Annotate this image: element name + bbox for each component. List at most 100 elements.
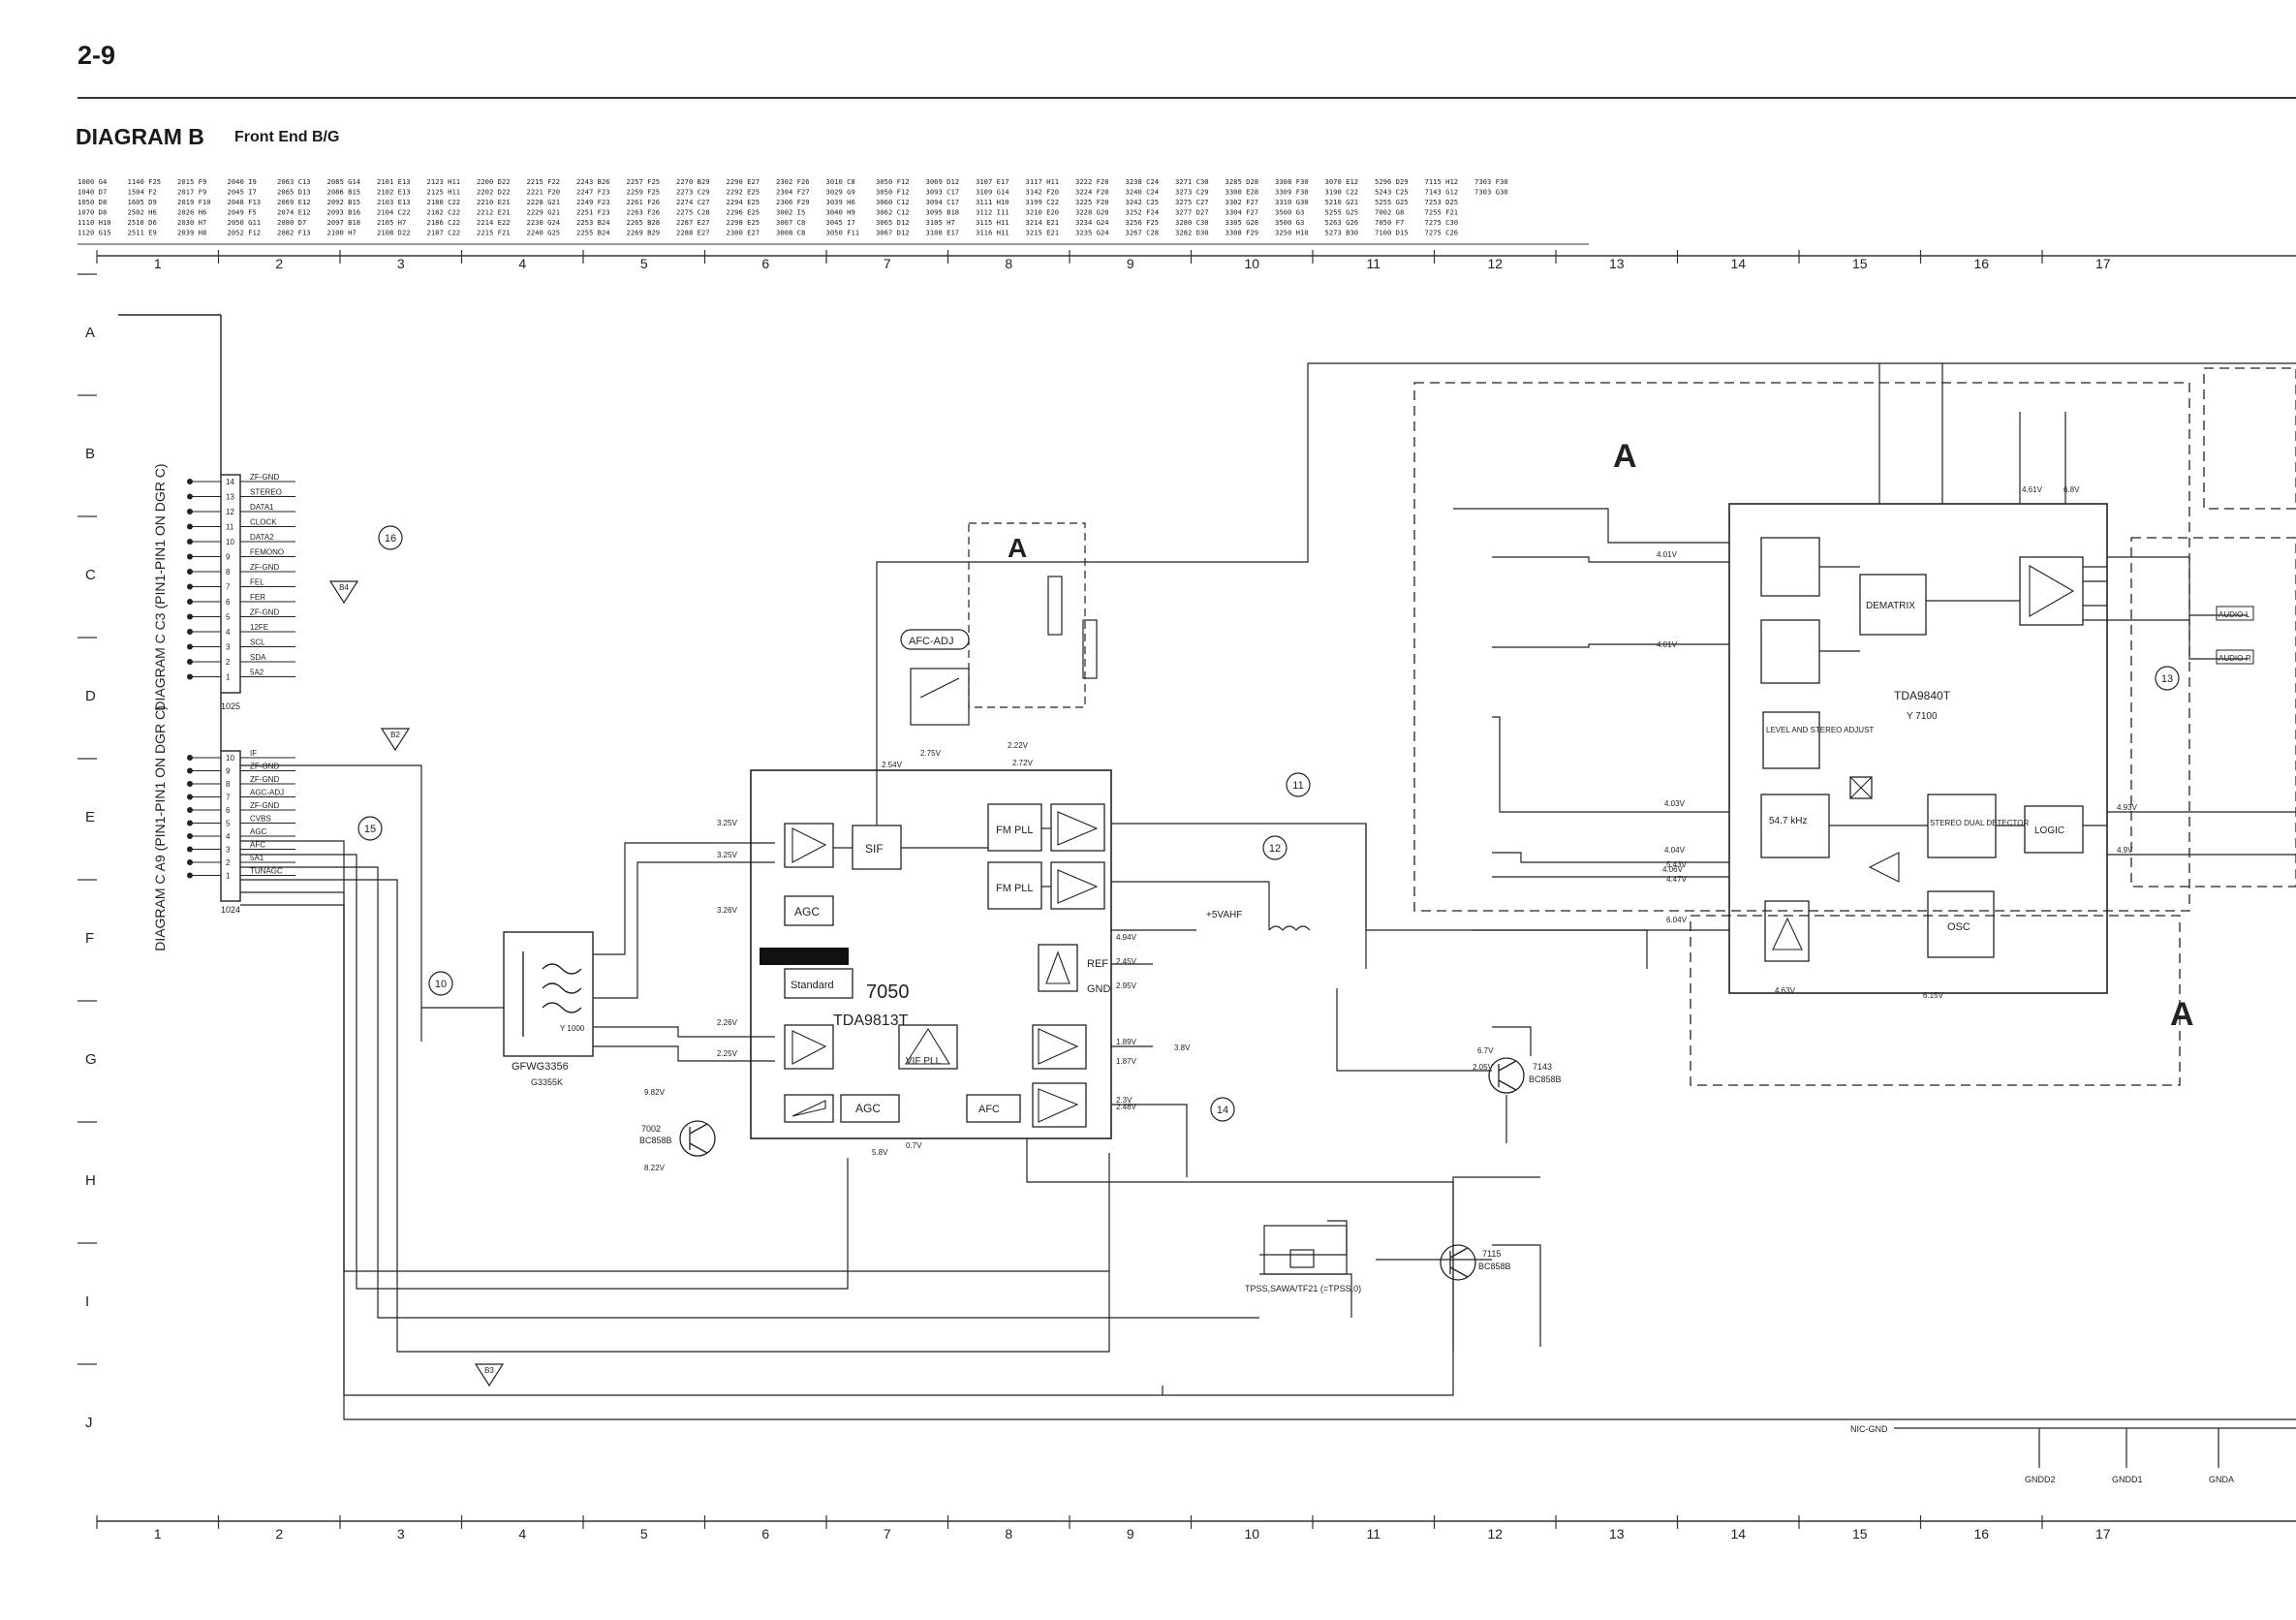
vif-block-agc2: AGC — [855, 1102, 881, 1115]
diagram-subtitle: Front End B/G — [234, 129, 340, 145]
voltage-label: 1.87V — [1116, 1057, 1137, 1066]
ref-table-cell: 2273 C29 — [676, 188, 710, 197]
ref-table-cell: 3094 C17 — [926, 198, 960, 206]
header-rule — [78, 97, 2296, 99]
voltage-label: 6.04V — [1666, 916, 1688, 924]
ref-table-cell: 2275 C28 — [676, 208, 710, 217]
coil-block — [1263, 1225, 1348, 1275]
ref-table-cell: 3242 C25 — [1126, 198, 1160, 206]
connector-pin-dot — [187, 673, 193, 680]
ref-table-cell: 2510 D6 — [128, 218, 157, 227]
connector-pin-dot — [187, 479, 193, 484]
ref-table-cell: 2249 F23 — [576, 198, 610, 206]
ref-table-cell: 3308 F29 — [1226, 229, 1259, 237]
ref-table-cell: 3300 E28 — [1226, 188, 1259, 197]
ref-table-cell: 2045 I7 — [228, 188, 257, 197]
callout-circle — [2155, 666, 2180, 691]
tpss-label: TPSS,SAWA/TF21 (=TPSS.0) — [1245, 1284, 1361, 1293]
grid-column-label-top: 9 — [1127, 256, 1134, 271]
ref-table-cell: 7303 G30 — [1474, 188, 1508, 197]
ref-table-cell: 3309 F30 — [1275, 188, 1309, 197]
connector-pin-label: 5A2 — [250, 669, 264, 677]
connector-pin-label: SDA — [250, 653, 266, 662]
connector-pin-number: 9 — [226, 767, 231, 776]
transistor-7143-ref: 7143 — [1533, 1062, 1552, 1072]
ref-table-cell: 2180 C22 — [427, 198, 461, 206]
grid-column-label-top: 3 — [397, 256, 405, 271]
ref-table-cell: 3308 F30 — [1275, 177, 1309, 186]
ref-table-cell: 3010 C8 — [826, 177, 855, 186]
ref-table-cell: 2202 D22 — [477, 188, 511, 197]
connector-pin-number: 4 — [226, 832, 231, 841]
vif-block-fmpll2: FM PLL — [996, 883, 1034, 894]
callout-number: 14 — [1217, 1105, 1228, 1116]
ref-table-cell: 2265 B28 — [627, 218, 661, 227]
ref-table-cell: 2125 H11 — [427, 188, 461, 197]
voltage-label: 4.63V — [1775, 986, 1796, 995]
grid-column-label-bottom: 5 — [640, 1526, 648, 1542]
ref-table-cell: 2092 B15 — [327, 198, 361, 206]
vif-blocks — [784, 803, 1105, 1128]
ref-table-cell: 2288 E27 — [676, 229, 710, 237]
grid-row-label: I — [85, 1293, 89, 1310]
ref-table-cell: 3060 C12 — [876, 198, 910, 206]
triangle-marker — [328, 580, 359, 605]
grid-column-label-bottom: 13 — [1609, 1526, 1625, 1542]
ref-table-cell: 3273 C29 — [1175, 188, 1209, 197]
ref-table-cell: 3280 C30 — [1175, 218, 1209, 227]
stereo-block-logic: LOGIC — [2034, 826, 2064, 836]
ref-table-cell: 3222 F20 — [1075, 177, 1109, 186]
connector-pin-dot — [187, 523, 193, 530]
grid-column-label-top: 11 — [1366, 256, 1381, 271]
ref-table-cell: 3062 C12 — [876, 208, 910, 217]
connector-pin-label: FEMONO — [250, 548, 284, 557]
voltage-label: 6.15V — [1923, 991, 1944, 1000]
ref-table-cell: 3267 C28 — [1126, 229, 1160, 237]
ref-table-cell: 3282 D30 — [1175, 229, 1209, 237]
ref-table-cell: 2253 B24 — [576, 218, 610, 227]
grid-row-label: F — [85, 930, 94, 947]
ref-table-cell: 2296 E25 — [727, 208, 760, 217]
voltage-label: 2.22V — [1008, 741, 1029, 750]
ref-table-cell: 1110 H10 — [78, 218, 111, 227]
ref-table-cell: 7143 G12 — [1425, 188, 1459, 197]
vif-block-afc: AFC — [978, 1104, 1000, 1115]
ref-table-cell: 3116 H11 — [976, 229, 1009, 237]
ref-table-cell: 3070 E12 — [1325, 177, 1359, 186]
vif-ic-outline — [750, 769, 1112, 1139]
grid-column-label-top: 12 — [1487, 256, 1503, 271]
coil-5020 — [1268, 925, 1311, 931]
grid-row-label: H — [85, 1172, 96, 1189]
ref-table-cell: 2086 B15 — [327, 188, 361, 197]
ref-table-cell: 5210 G21 — [1325, 198, 1359, 206]
grid-row-label: J — [85, 1415, 93, 1431]
ref-table-cell: 2080 D7 — [277, 218, 306, 227]
vif-block-fmpll1: FM PLL — [996, 825, 1034, 836]
voltage-label: 2.54V — [882, 761, 903, 769]
voltage-label: 8.22V — [644, 1164, 666, 1172]
ref-table-cell: 3224 F20 — [1075, 188, 1109, 197]
ref-table-cell: 7253 D25 — [1425, 198, 1459, 206]
voltage-label: 9.82V — [644, 1088, 666, 1097]
transistor-7143 — [1488, 1057, 1525, 1094]
ref-table-cell: 7115 H12 — [1425, 177, 1459, 186]
ref-table-cell: 5263 G26 — [1325, 218, 1359, 227]
triangle-marker — [380, 728, 411, 752]
transistor-7002 — [679, 1120, 716, 1157]
connector-pin-number: 4 — [226, 628, 231, 637]
grid-column-label-top: 16 — [1973, 256, 1989, 271]
ref-table-cell: 2182 C22 — [427, 208, 461, 217]
diagram-title: DIAGRAM B — [76, 124, 204, 149]
connector-pin-number: 1 — [226, 673, 231, 682]
saw-sub: Y 1000 — [560, 1024, 585, 1033]
ref-table-cell: 3095 B18 — [926, 208, 960, 217]
ref-table-cell: 2251 F23 — [576, 208, 610, 217]
stereo-block-level: LEVEL AND STEREO ADJUST — [1766, 726, 1874, 734]
connector-pin-number: 2 — [226, 658, 231, 667]
connector-pin-label: CLOCK — [250, 518, 277, 527]
grid-column-label-top: 8 — [1005, 256, 1012, 271]
grid-column-label-bottom: 8 — [1005, 1526, 1012, 1542]
connector-pin-dot — [187, 846, 193, 853]
voltage-labels: 2.54V2.75V2.72V2.22V3.25V3.25V2.26V3.26V… — [644, 485, 2138, 1172]
